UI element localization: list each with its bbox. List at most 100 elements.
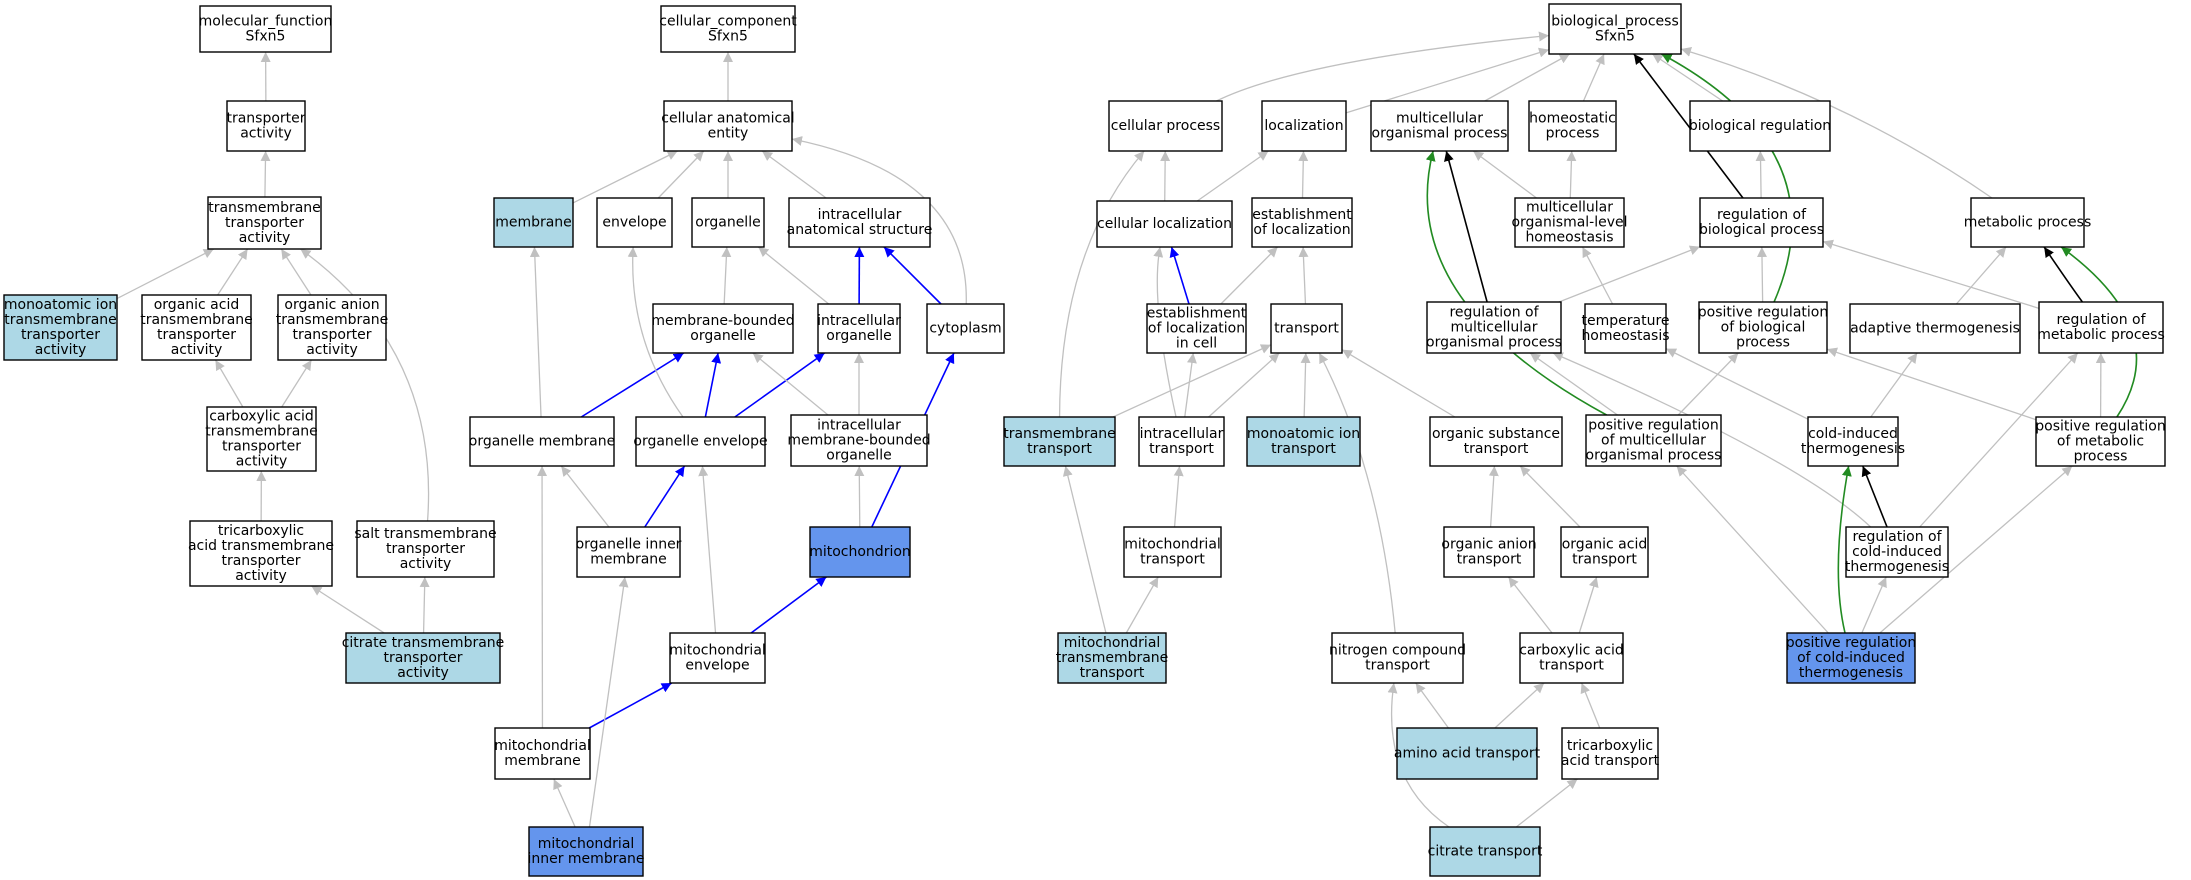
node-box	[1396, 727, 1538, 780]
node-label-line: organelle inner	[576, 537, 682, 553]
node-carboxylic-acid-transmembrane-transporter-activity[interactable]: carboxylic acidtransmembranetransportera…	[205, 406, 318, 472]
node-monoatomic-ion-transmembrane-transporter-activity[interactable]: monoatomic iontransmembranetransporterac…	[3, 294, 118, 361]
node-cytoplasm[interactable]: cytoplasm	[926, 303, 1005, 354]
edge-mmem-to-menv	[588, 682, 673, 729]
edge-prcit-to-prmop	[1676, 465, 1829, 634]
edge-rbp-to-br	[1755, 150, 1766, 199]
node-label-line: organic acid	[1562, 537, 1648, 553]
node-organelle-envelope[interactable]: organelle envelope	[633, 416, 768, 467]
node-box	[206, 406, 317, 472]
node-cellular-localization[interactable]: cellular localization	[1096, 200, 1233, 248]
node-mitochondrion[interactable]: mitochondrion	[809, 526, 911, 578]
node-metabolic-process[interactable]: metabolic process	[1964, 197, 2092, 248]
node-localization[interactable]: localization	[1261, 100, 1347, 152]
edge-mim-to-mmem	[553, 778, 576, 828]
edge-rcit-to-rmp	[1919, 352, 2079, 528]
node-organelle[interactable]: organelle	[691, 197, 765, 248]
edge-mtt-to-mt	[1125, 576, 1159, 634]
node-label-line: cellular localization	[1097, 216, 1232, 232]
edge-aat-to-cat	[1494, 682, 1545, 729]
node-amino-acid-transport[interactable]: amino acid transport	[1394, 727, 1541, 780]
node-label-line: organic acid	[154, 297, 240, 313]
node-label-line: transport	[1572, 552, 1637, 568]
node-label-line: transport	[1365, 658, 1430, 674]
node-adaptive-thermogenesis[interactable]: adaptive thermogenesis	[1849, 303, 2021, 354]
node-label-line: of cold-induced	[1797, 650, 1905, 666]
node-transport[interactable]: transport	[1270, 303, 1343, 354]
node-citrate-transport[interactable]: citrate transport	[1428, 826, 1543, 877]
node-label-line: intracellular	[1140, 426, 1224, 442]
node-label-line: mitochondrion	[809, 544, 911, 560]
node-box	[1429, 826, 1541, 877]
node-organic-acid-transmembrane-transporter-activity[interactable]: organic acidtransmembranetransporteracti…	[140, 294, 253, 361]
node-membrane[interactable]: membrane	[493, 197, 574, 248]
node-biological-regulation[interactable]: biological regulation	[1689, 100, 1831, 152]
node-organic-anion-transmembrane-transporter-activity[interactable]: organic aniontransmembranetransporteract…	[276, 294, 389, 361]
node-label-line: regulation of	[1852, 529, 1942, 545]
node-envelope[interactable]: envelope	[596, 197, 673, 248]
edge-envelope-to-cae	[657, 150, 705, 199]
node-label-line: cellular process	[1111, 118, 1220, 134]
edge-cit-to-at	[1870, 352, 1918, 418]
node-box	[345, 632, 501, 684]
node-label-line: organic anion	[284, 297, 379, 313]
node-box	[356, 520, 495, 578]
node-label-line: metabolic process	[1964, 215, 2092, 231]
edge-mtt-to-tmt	[1062, 465, 1107, 634]
node-box	[1970, 197, 2085, 248]
node-organelle-membrane[interactable]: organelle membrane	[469, 416, 615, 467]
node-label-line: organelle	[826, 448, 891, 464]
edge-rcit-to-cit	[1861, 465, 1888, 528]
node-box	[1689, 100, 1831, 152]
node-label-line: intracellular	[817, 418, 901, 434]
edge-ost-to-tr	[1341, 349, 1456, 418]
node-box	[1270, 303, 1343, 354]
node-cellular-process[interactable]: cellular process	[1108, 100, 1223, 152]
node-label-line: activity	[239, 230, 291, 246]
